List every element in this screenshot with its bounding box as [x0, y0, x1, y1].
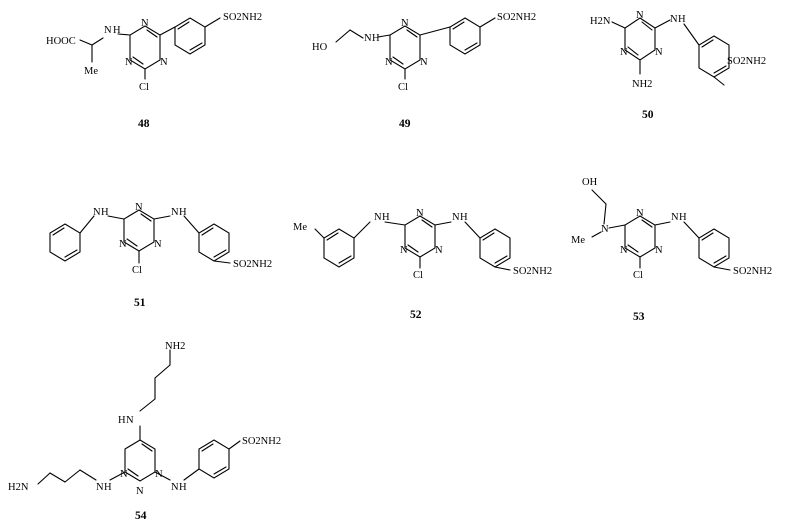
chlorine-label: Cl — [413, 270, 423, 281]
ring-nitrogen-label: N — [136, 486, 144, 497]
nh-nitrogen-label: N — [104, 25, 112, 36]
sulfonamide-label: SO2NH2 — [513, 266, 552, 277]
ring-nitrogen-label: N — [435, 245, 443, 256]
nh-nitrogen-label: N — [671, 212, 679, 223]
nh-nitrogen-label: N — [374, 212, 382, 223]
methyl-label: Me — [84, 66, 98, 77]
sulfonamide-label: SO2NH2 — [733, 266, 772, 277]
ring-nitrogen-label: N — [154, 239, 162, 250]
tertiary-nitrogen-label: N — [601, 224, 609, 235]
compound-53: SO2NH2 OH Me N N H Cl N N N 53 — [571, 177, 772, 323]
nh-nitrogen-label: N — [96, 482, 104, 493]
ring-nitrogen-label: N — [119, 239, 127, 250]
nh-hydrogen-label: H — [101, 207, 109, 218]
compound-number: 50 — [642, 109, 654, 121]
sulfonamide-label: SO2NH2 — [233, 259, 272, 270]
ring-nitrogen-label: N — [160, 57, 168, 68]
methyl-label: Me — [293, 222, 307, 233]
ring-nitrogen-label: N — [385, 57, 393, 68]
ring-nitrogen-label: N — [620, 245, 628, 256]
compound-number: 51 — [134, 297, 146, 309]
nh-nitrogen-label: N — [364, 33, 372, 44]
compound-48: SO2NH2 HOOC N H Me Cl N N N 48 — [46, 12, 262, 130]
compound-number: 48 — [138, 118, 150, 130]
sulfonamide-label: SO2NH2 — [242, 436, 281, 447]
compound-54: SO2NH2 NH2 H2N H N N H N H N N N 54 — [8, 341, 281, 522]
chlorine-label: Cl — [132, 265, 142, 276]
ring-nitrogen-label: N — [655, 47, 663, 58]
nh-hydrogen-label: H — [372, 33, 380, 44]
ring-nitrogen-label: N — [401, 18, 409, 29]
ring-nitrogen-label: N — [125, 57, 133, 68]
sulfonamide-label: SO2NH2 — [223, 12, 262, 23]
nh-hydrogen-label: H — [460, 212, 468, 223]
amine-label: H2N — [590, 16, 611, 27]
chlorine-label: Cl — [633, 270, 643, 281]
hydroxyl-label: OH — [582, 177, 598, 188]
ring-nitrogen-label: N — [636, 208, 644, 219]
ring-nitrogen-label: N — [620, 47, 628, 58]
compound-number: 52 — [410, 309, 422, 321]
nh-nitrogen-label: N — [126, 415, 134, 426]
nh-nitrogen-label: N — [171, 482, 179, 493]
carboxylic-acid-label: HOOC — [46, 36, 76, 47]
ring-nitrogen-label: N — [416, 208, 424, 219]
compound-number: 49 — [399, 118, 411, 130]
sulfonamide-label: SO2NH2 — [497, 12, 536, 23]
sulfonamide-label: SO2NH2 — [727, 56, 766, 67]
ring-nitrogen-label: N — [135, 202, 143, 213]
methyl-label: Me — [571, 235, 585, 246]
ring-nitrogen-label: N — [400, 245, 408, 256]
nh-hydrogen-label: H — [118, 415, 126, 426]
nh-hydrogen-label: H — [113, 25, 121, 36]
compound-number: 54 — [135, 510, 147, 522]
amine-label: NH2 — [165, 341, 185, 352]
nh-hydrogen-label: H — [678, 14, 686, 25]
amine-label: NH2 — [632, 79, 652, 90]
nh-hydrogen-label: H — [382, 212, 390, 223]
nh-nitrogen-label: N — [171, 207, 179, 218]
nh-nitrogen-label: N — [452, 212, 460, 223]
nh-hydrogen-label: H — [179, 482, 187, 493]
compound-50: SO2NH2 H2N NH2 N H N N N 50 — [590, 10, 766, 121]
ring-nitrogen-label: N — [141, 18, 149, 29]
chlorine-label: Cl — [139, 82, 149, 93]
nh-hydrogen-label: H — [104, 482, 112, 493]
compound-52: SO2NH2 Me N H N H Cl N N N 52 — [293, 208, 552, 321]
hydroxyl-label: HO — [312, 42, 328, 53]
ring-nitrogen-label: N — [420, 57, 428, 68]
ring-nitrogen-label: N — [655, 245, 663, 256]
amine-label: H2N — [8, 482, 29, 493]
ring-nitrogen-label: N — [120, 469, 128, 480]
nh-hydrogen-label: H — [679, 212, 687, 223]
nh-nitrogen-label: N — [670, 14, 678, 25]
compound-49: SO2NH2 HO N H Cl N N N 49 — [312, 12, 536, 130]
nh-nitrogen-label: N — [93, 207, 101, 218]
compound-51: SO2NH2 N H N H Cl N N N 51 — [49, 202, 272, 309]
nh-hydrogen-label: H — [179, 207, 187, 218]
ring-nitrogen-label: N — [636, 10, 644, 21]
ring-nitrogen-label: N — [155, 469, 163, 480]
chlorine-label: Cl — [398, 82, 408, 93]
compound-number: 53 — [633, 311, 645, 323]
